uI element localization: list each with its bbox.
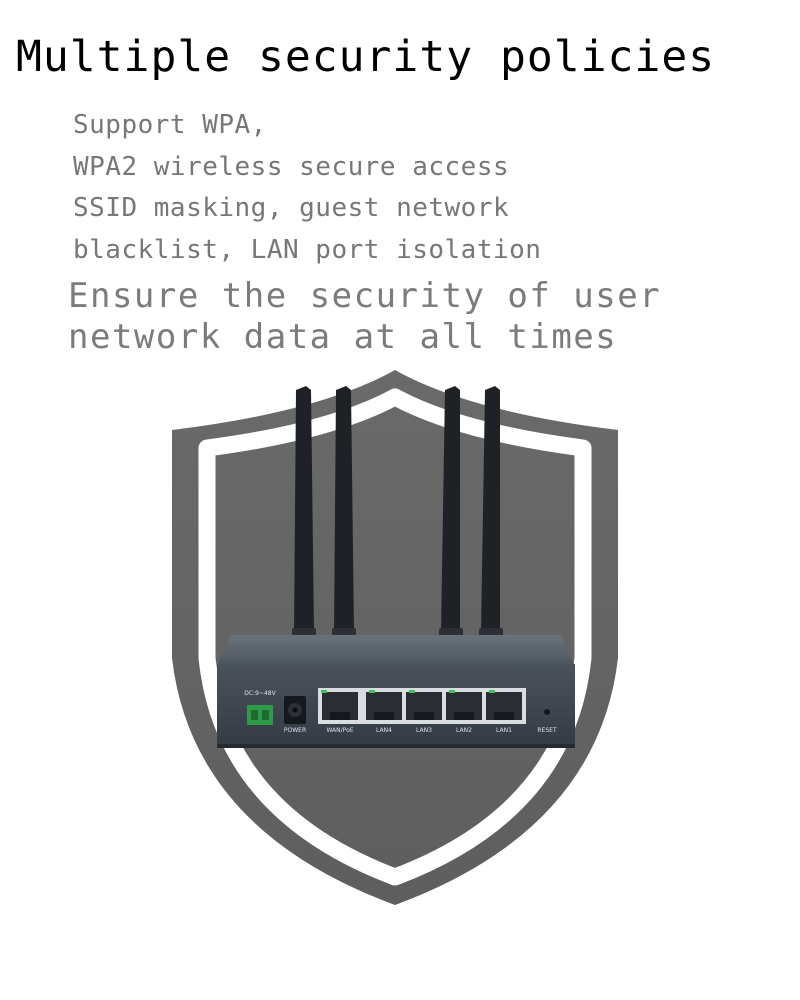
feature-item: Support WPA, <box>73 110 267 140</box>
feature-item: blacklist, LAN port isolation <box>73 234 542 265</box>
tagline-line-2: network data at all times <box>68 317 618 357</box>
router-image <box>217 635 575 748</box>
lan1-label: LAN1 <box>496 727 512 734</box>
ethernet-port-icon <box>406 690 442 720</box>
dc-label: DC:9~48V <box>244 690 276 697</box>
tagline-line-1: Ensure the security of user <box>68 276 662 316</box>
lan3-label: LAN3 <box>416 727 432 734</box>
tagline: Ensure the security of user network data… <box>68 276 661 358</box>
illustration-svg <box>172 370 618 905</box>
lan2-label: LAN2 <box>456 727 472 734</box>
ethernet-port-icon <box>446 690 482 720</box>
power-label: POWER <box>283 727 307 734</box>
antenna-bases <box>292 628 503 636</box>
feature-list: Support WPA, WPA2 wireless secure access… <box>73 108 541 274</box>
ethernet-port-icon <box>318 688 362 724</box>
antenna-icon <box>294 386 500 632</box>
reset-label: RESET <box>537 727 557 734</box>
wan-label: WAN/PoE <box>326 727 354 734</box>
lan4-label: LAN4 <box>376 727 392 734</box>
feature-item: WPA2 wireless secure access <box>73 151 510 182</box>
ethernet-port-icon <box>366 690 402 720</box>
feature-item: SSID masking, guest network <box>73 193 510 223</box>
headline: Multiple security policies <box>16 32 716 82</box>
reset-pinhole <box>544 709 550 715</box>
product-illustration: DC:9~48V POWER WAN/PoE LAN4 LAN3 LAN2 LA… <box>0 360 800 920</box>
ethernet-port-icon <box>486 690 522 720</box>
